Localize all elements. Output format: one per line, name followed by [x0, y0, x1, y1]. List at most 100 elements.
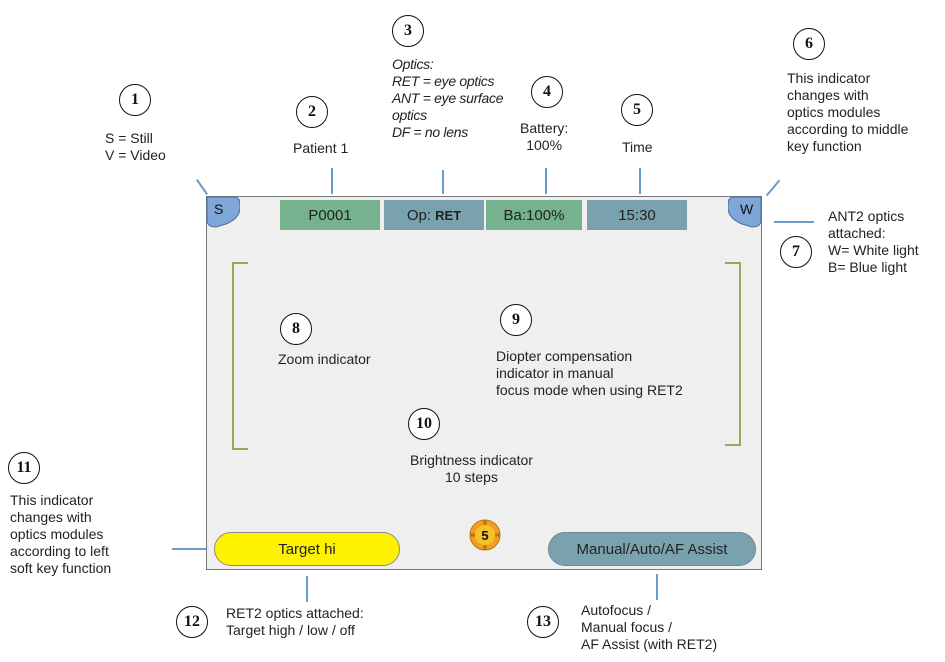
- battery-box: Ba:100%: [486, 200, 582, 230]
- callout-10-line: Brightness indicator: [410, 452, 533, 468]
- callout-text-9: Diopter compensation indicator in manual…: [496, 348, 683, 399]
- focus-mode-button-label: Manual/Auto/AF Assist: [576, 540, 728, 558]
- diopter-bracket: [725, 262, 741, 446]
- callout-number-3-label: 3: [404, 22, 412, 39]
- callout-1-line: S = Still: [105, 130, 153, 146]
- leader-line-2: [331, 168, 333, 194]
- callout-9-line: focus mode when using RET2: [496, 382, 683, 398]
- leader-line-5: [639, 168, 641, 194]
- callout-number-5-label: 5: [633, 101, 641, 118]
- callout-11-line: optics modules: [10, 526, 104, 542]
- callout-11-line: soft key function: [10, 560, 112, 576]
- callout-6-line: according to middle: [787, 121, 909, 137]
- callout-3-line: Optics:: [392, 56, 434, 72]
- callout-6-line: This indicator: [787, 70, 871, 86]
- optics-box: Op: RET: [384, 200, 484, 230]
- callout-1-line: V = Video: [105, 147, 166, 163]
- callout-6-line: optics modules: [787, 104, 881, 120]
- optics-prefix: Op:: [406, 206, 436, 224]
- callout-6-line: key function: [787, 138, 862, 154]
- callout-number-11: 11: [8, 452, 40, 484]
- target-button[interactable]: Target hi: [214, 532, 400, 566]
- callout-13-line: Autofocus /: [581, 602, 652, 618]
- leader-line-11: [172, 548, 210, 550]
- callout-13-line: Manual focus /: [581, 619, 673, 635]
- callout-number-8-label: 8: [292, 320, 300, 337]
- callout-number-1: 1: [119, 84, 151, 116]
- callout-number-3: 3: [392, 15, 424, 47]
- leader-line-1: [196, 179, 208, 195]
- callout-3-line: optics: [392, 107, 427, 123]
- callout-4-line: 100%: [526, 137, 563, 153]
- leader-line-12: [306, 576, 308, 602]
- focus-mode-button[interactable]: Manual/Auto/AF Assist: [548, 532, 756, 566]
- leader-line-13: [656, 574, 658, 600]
- callout-text-2: Patient 1: [293, 140, 348, 157]
- mode-indicator-label: S: [214, 201, 223, 217]
- callout-text-7: ANT2 optics attached: W= White light B= …: [828, 208, 919, 276]
- callout-text-6: This indicator changes with optics modul…: [787, 70, 908, 155]
- callout-number-6-label: 6: [805, 35, 813, 52]
- callout-13-line: AF Assist (with RET2): [581, 636, 718, 652]
- callout-text-1: S = Still V = Video: [105, 130, 166, 164]
- optics-value: RET: [435, 207, 462, 223]
- callout-8-line: Zoom indicator: [278, 351, 371, 367]
- callout-9-line: indicator in manual: [496, 365, 614, 381]
- zoom-bracket: [232, 262, 248, 450]
- target-button-label: Target hi: [278, 540, 336, 558]
- leader-line-7: [774, 221, 814, 223]
- callout-3-line: RET = eye optics: [392, 73, 495, 89]
- mode-indicator: S: [206, 196, 240, 228]
- callout-number-5: 5: [621, 94, 653, 126]
- callout-number-9-label: 9: [512, 311, 520, 328]
- callout-10-line: 10 steps: [445, 469, 498, 485]
- callout-text-13: Autofocus / Manual focus / AF Assist (wi…: [581, 602, 717, 653]
- callout-7-line: attached:: [828, 225, 886, 241]
- callout-number-10-label: 10: [416, 415, 432, 432]
- callout-2-line: Patient 1: [293, 140, 349, 156]
- callout-number-9: 9: [500, 304, 532, 336]
- callout-number-1-label: 1: [131, 91, 139, 108]
- callout-text-10: Brightness indicator 10 steps: [410, 452, 533, 486]
- callout-12-line: Target high / low / off: [226, 622, 355, 638]
- callout-number-10: 10: [408, 408, 440, 440]
- camera-screen: [206, 196, 762, 570]
- callout-5-line: Time: [622, 139, 653, 155]
- callout-11-line: changes with: [10, 509, 92, 525]
- callout-number-6: 6: [793, 28, 825, 60]
- callout-number-13: 13: [527, 606, 559, 638]
- callout-text-5: Time: [622, 139, 653, 156]
- callout-number-12: 12: [176, 606, 208, 638]
- callout-11-line: This indicator: [10, 492, 94, 508]
- callout-number-11-label: 11: [16, 459, 32, 476]
- callout-number-4-label: 4: [543, 83, 551, 100]
- callout-6-line: changes with: [787, 87, 869, 103]
- callout-number-12-label: 12: [184, 613, 200, 630]
- callout-number-7: 7: [780, 236, 812, 268]
- time-label: 15:30: [618, 206, 656, 224]
- brightness-value: 5: [481, 528, 488, 543]
- leader-line-3: [442, 170, 444, 194]
- brightness-icon: 5: [469, 519, 501, 551]
- callout-9-line: Diopter compensation: [496, 348, 633, 364]
- callout-text-4: Battery: 100%: [520, 120, 568, 154]
- light-indicator-label: W: [740, 201, 754, 217]
- callout-text-12: RET2 optics attached: Target high / low …: [226, 605, 364, 639]
- callout-text-3: Optics: RET = eye optics ANT = eye surfa…: [392, 56, 504, 141]
- callout-3-line: ANT = eye surface: [392, 90, 504, 106]
- light-indicator: W: [728, 196, 762, 228]
- patient-id-label: P0001: [308, 206, 352, 224]
- callout-7-line: W= White light: [828, 242, 919, 258]
- callout-number-13-label: 13: [535, 613, 551, 630]
- callout-number-8: 8: [280, 313, 312, 345]
- time-box: 15:30: [587, 200, 687, 230]
- battery-label: Ba:100%: [503, 206, 565, 224]
- callout-text-8: Zoom indicator: [278, 351, 371, 368]
- callout-number-4: 4: [531, 76, 563, 108]
- leader-line-6: [765, 179, 781, 197]
- callout-4-line: Battery:: [520, 120, 569, 136]
- callout-12-line: RET2 optics attached:: [226, 605, 364, 621]
- callout-number-7-label: 7: [792, 243, 800, 260]
- callout-number-2: 2: [296, 96, 328, 128]
- leader-line-4: [545, 168, 547, 194]
